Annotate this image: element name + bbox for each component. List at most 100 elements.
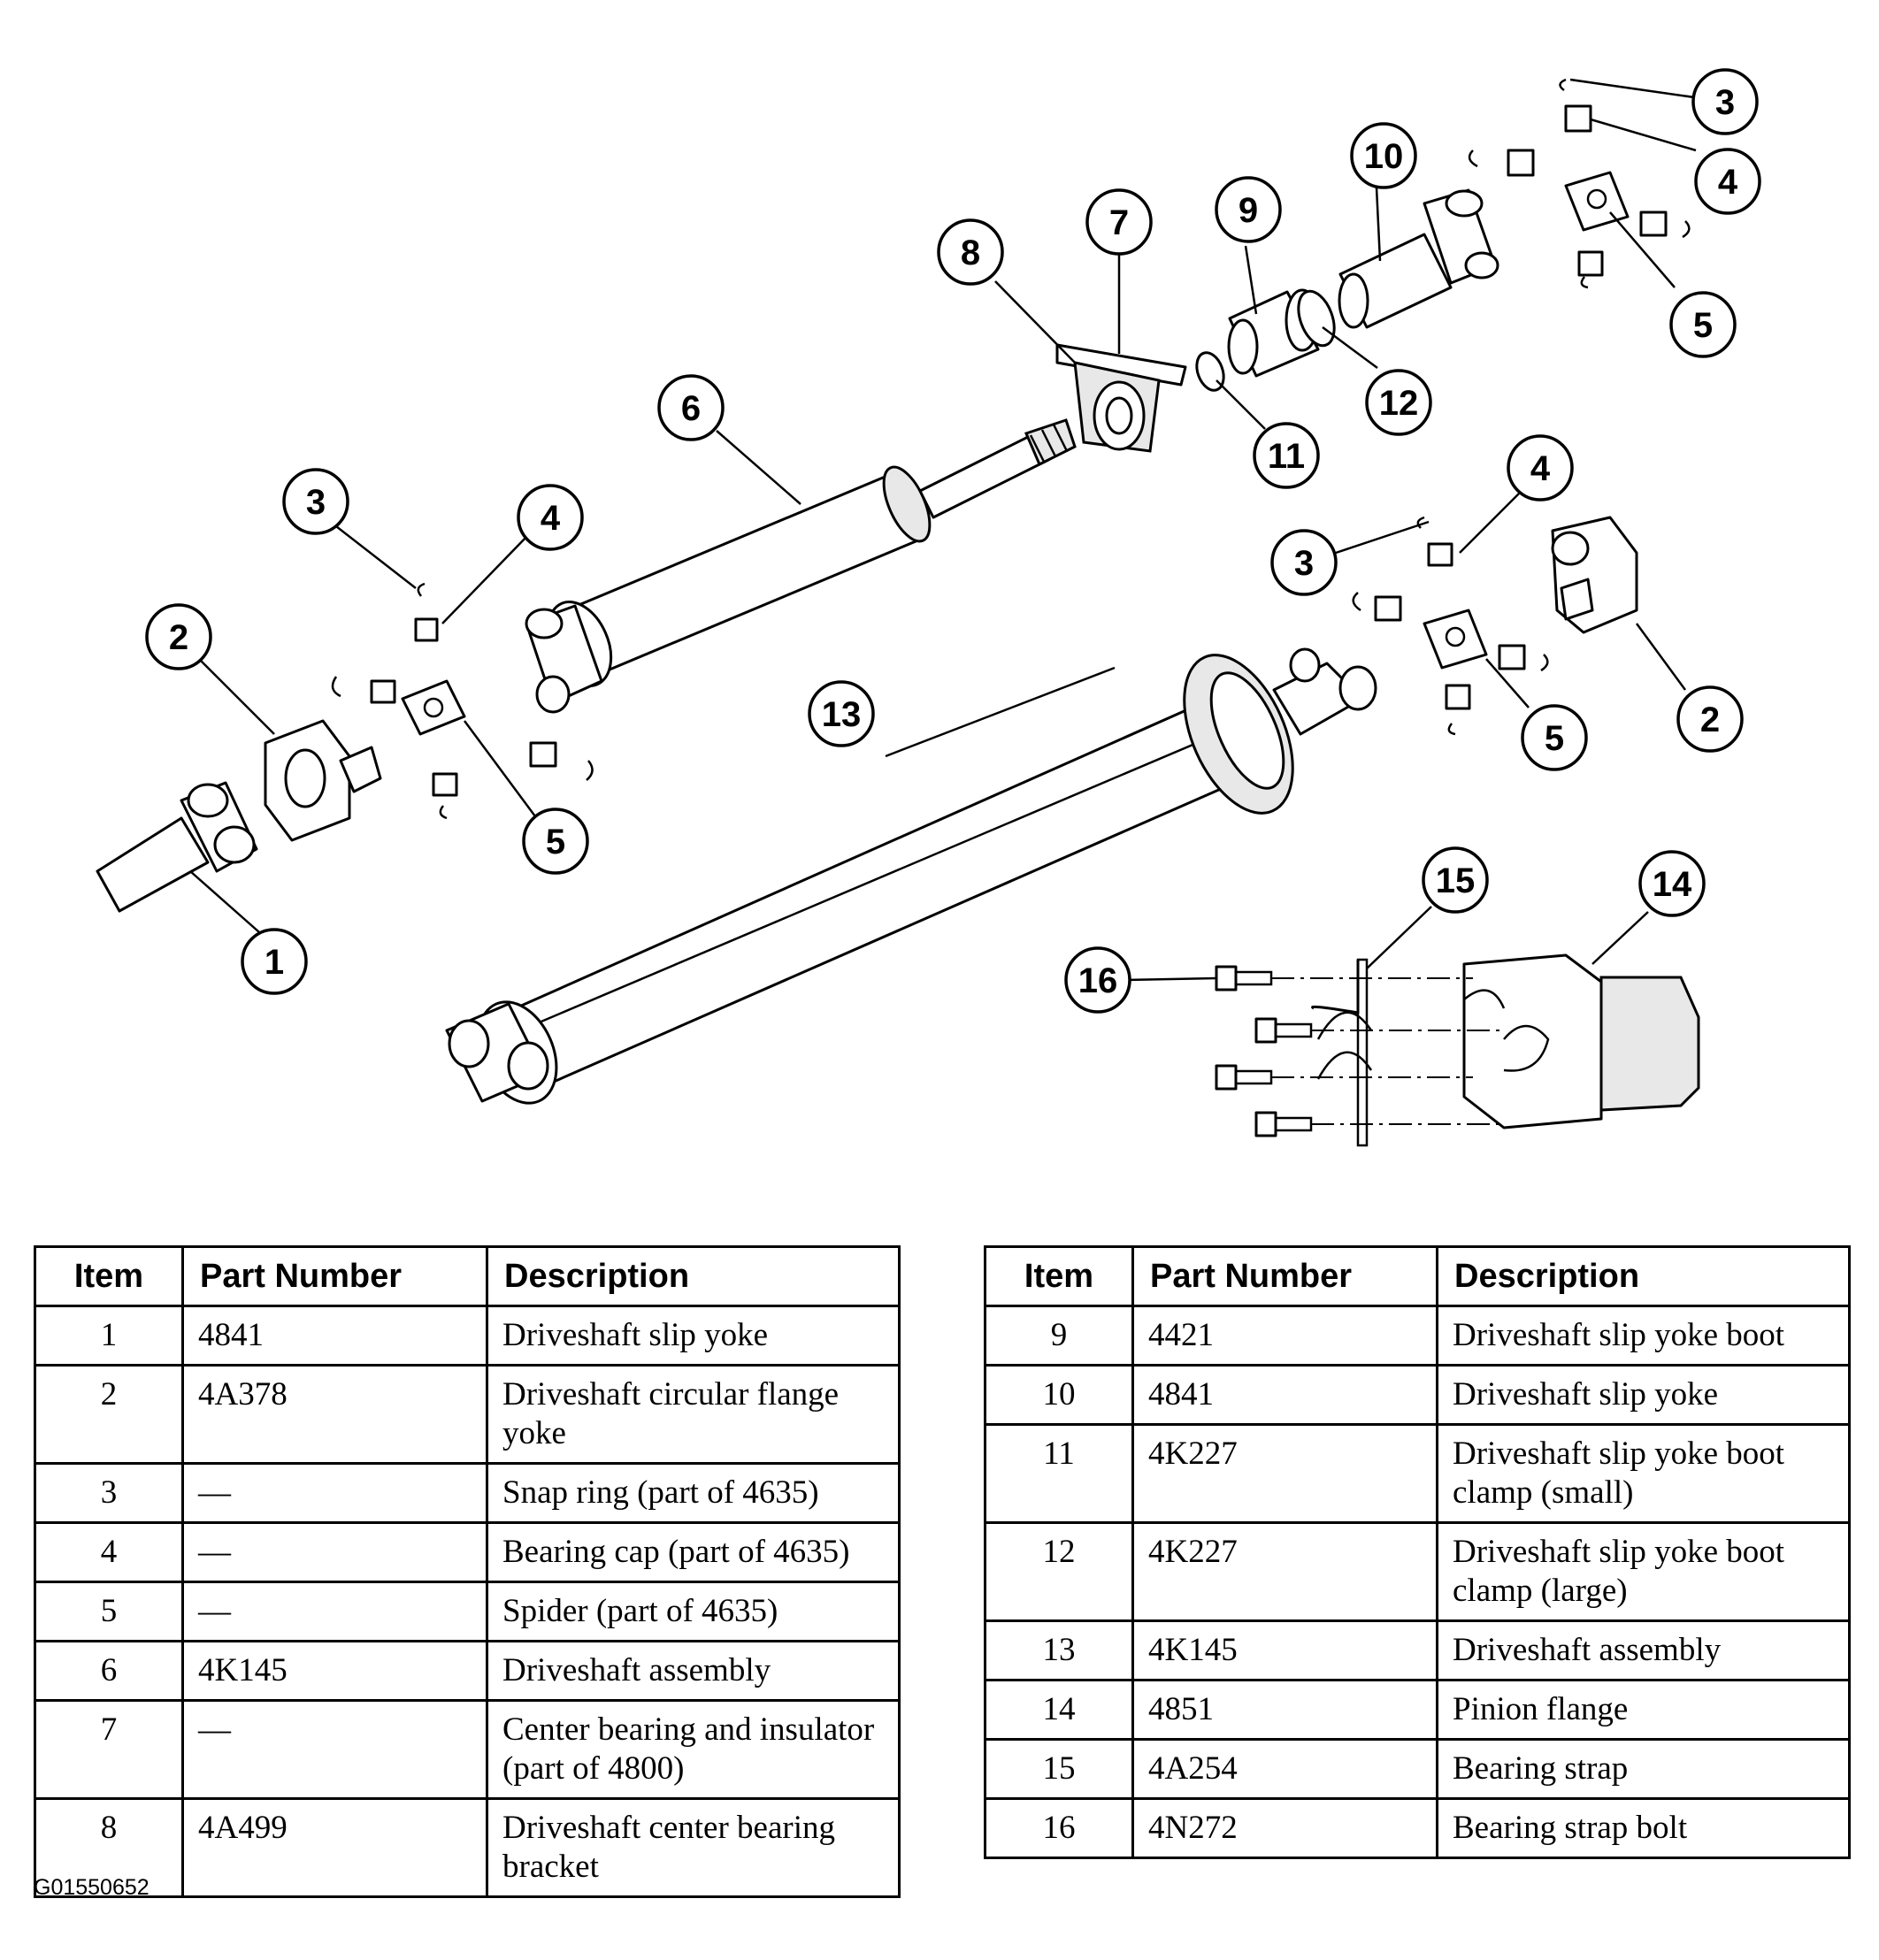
table-row: 7—Center bearing and insulator (part of …	[34, 1699, 901, 1800]
description-cell: Spider (part of 4635)	[486, 1581, 901, 1642]
item-cell: 4	[34, 1521, 184, 1583]
svg-text:2: 2	[169, 618, 188, 657]
part-number-cell: 4841	[1131, 1364, 1438, 1426]
svg-text:3: 3	[1294, 544, 1314, 583]
part-number-cell: 4K145	[1131, 1619, 1438, 1681]
callout-10: 10	[1350, 122, 1417, 189]
driveshaft-assembly-6	[525, 418, 1077, 714]
part-number-cell: 4A378	[181, 1364, 488, 1465]
item-cell: 14	[984, 1679, 1134, 1741]
part-number-cell: 4N272	[1131, 1797, 1438, 1859]
svg-text:4: 4	[1530, 449, 1551, 488]
figure-id: G01550652	[34, 1875, 150, 1900]
callout-12: 12	[1365, 369, 1432, 436]
column-header-item: Item	[984, 1245, 1134, 1307]
assembly-centerlines	[1271, 977, 1504, 1125]
table-row: 3—Snap ring (part of 4635)	[34, 1462, 901, 1524]
description-cell: Driveshaft slip yoke boot clamp (small)	[1436, 1423, 1851, 1524]
svg-text:3: 3	[306, 483, 326, 522]
svg-text:6: 6	[681, 389, 701, 428]
description-cell: Driveshaft slip yoke boot	[1436, 1305, 1851, 1367]
part-number-cell: 4K227	[1131, 1521, 1438, 1622]
svg-text:5: 5	[1545, 719, 1564, 758]
item-cell: 16	[984, 1797, 1134, 1859]
table-row: 5—Spider (part of 4635)	[34, 1581, 901, 1642]
pinion-flange	[1462, 953, 1700, 1129]
callout-5-left: 5	[522, 808, 589, 875]
svg-text:12: 12	[1379, 384, 1419, 423]
description-cell: Bearing cap (part of 4635)	[486, 1521, 901, 1583]
item-cell: 11	[984, 1423, 1134, 1524]
callout-5-right: 5	[1521, 704, 1588, 771]
callout-14: 14	[1638, 850, 1706, 917]
description-cell: Snap ring (part of 4635)	[486, 1462, 901, 1524]
callout-5-top-right: 5	[1669, 291, 1737, 358]
column-header-item: Item	[34, 1245, 184, 1307]
callout-3-left: 3	[282, 468, 349, 535]
driveshaft-exploded-diagram: 1 2 2 3 3 3 4 4 4 5 5 5 6 7 8 9 10 11 12…	[96, 68, 1761, 1147]
svg-text:4: 4	[1718, 163, 1738, 202]
description-cell: Driveshaft circular flange yoke	[486, 1364, 901, 1465]
svg-text:14: 14	[1653, 865, 1692, 904]
callout-13: 13	[808, 680, 875, 747]
callout-15: 15	[1422, 846, 1489, 914]
description-cell: Driveshaft center bearing bracket	[486, 1797, 901, 1898]
column-header-part-number: Part Number	[1131, 1245, 1438, 1307]
description-cell: Driveshaft slip yoke	[1436, 1364, 1851, 1426]
column-header-description: Description	[486, 1245, 901, 1307]
item-cell: 8	[34, 1797, 184, 1898]
svg-text:10: 10	[1364, 137, 1404, 176]
part-number-cell: 4K145	[181, 1640, 488, 1702]
circular-flange-yoke-right	[1551, 516, 1638, 634]
item-cell: 12	[984, 1521, 1134, 1622]
item-cell: 10	[984, 1364, 1134, 1426]
item-cell: 9	[984, 1305, 1134, 1367]
item-cell: 13	[984, 1619, 1134, 1681]
callout-1: 1	[241, 928, 308, 995]
svg-text:16: 16	[1078, 961, 1118, 1000]
callout-4-top-right: 4	[1694, 148, 1761, 215]
item-cell: 7	[34, 1699, 184, 1800]
svg-text:3: 3	[1715, 83, 1735, 122]
callout-9: 9	[1215, 176, 1282, 243]
callout-11: 11	[1253, 422, 1320, 489]
svg-text:5: 5	[546, 823, 565, 861]
u-joint-upper-right	[1468, 78, 1691, 289]
part-number-cell: —	[181, 1462, 488, 1524]
part-number-cell: 4851	[1131, 1679, 1438, 1741]
slip-yoke-10	[1338, 188, 1499, 329]
item-cell: 3	[34, 1462, 184, 1524]
driveshaft-assembly-13	[445, 647, 1377, 1105]
description-cell: Driveshaft assembly	[486, 1640, 901, 1702]
part-number-cell: 4841	[181, 1305, 488, 1367]
description-cell: Driveshaft slip yoke boot clamp (large)	[1436, 1521, 1851, 1622]
table-header-row: Item Part Number Description	[34, 1245, 901, 1307]
bearing-strap-bolts	[1215, 965, 1313, 1137]
callout-2-left: 2	[145, 603, 212, 670]
svg-text:4: 4	[541, 499, 561, 538]
table-header-row: Item Part Number Description	[984, 1245, 1851, 1307]
svg-text:15: 15	[1436, 861, 1476, 900]
part-number-cell: 4421	[1131, 1305, 1438, 1367]
slip-yoke-1	[96, 781, 258, 913]
boot-clamp-large	[1297, 289, 1336, 348]
description-cell: Bearing strap	[1436, 1738, 1851, 1800]
column-header-description: Description	[1436, 1245, 1851, 1307]
callout-6: 6	[657, 374, 725, 441]
item-cell: 2	[34, 1364, 184, 1465]
callout-2-right: 2	[1676, 685, 1744, 753]
svg-text:13: 13	[822, 695, 862, 734]
description-cell: Driveshaft assembly	[1436, 1619, 1851, 1681]
callout-8: 8	[937, 218, 1004, 286]
